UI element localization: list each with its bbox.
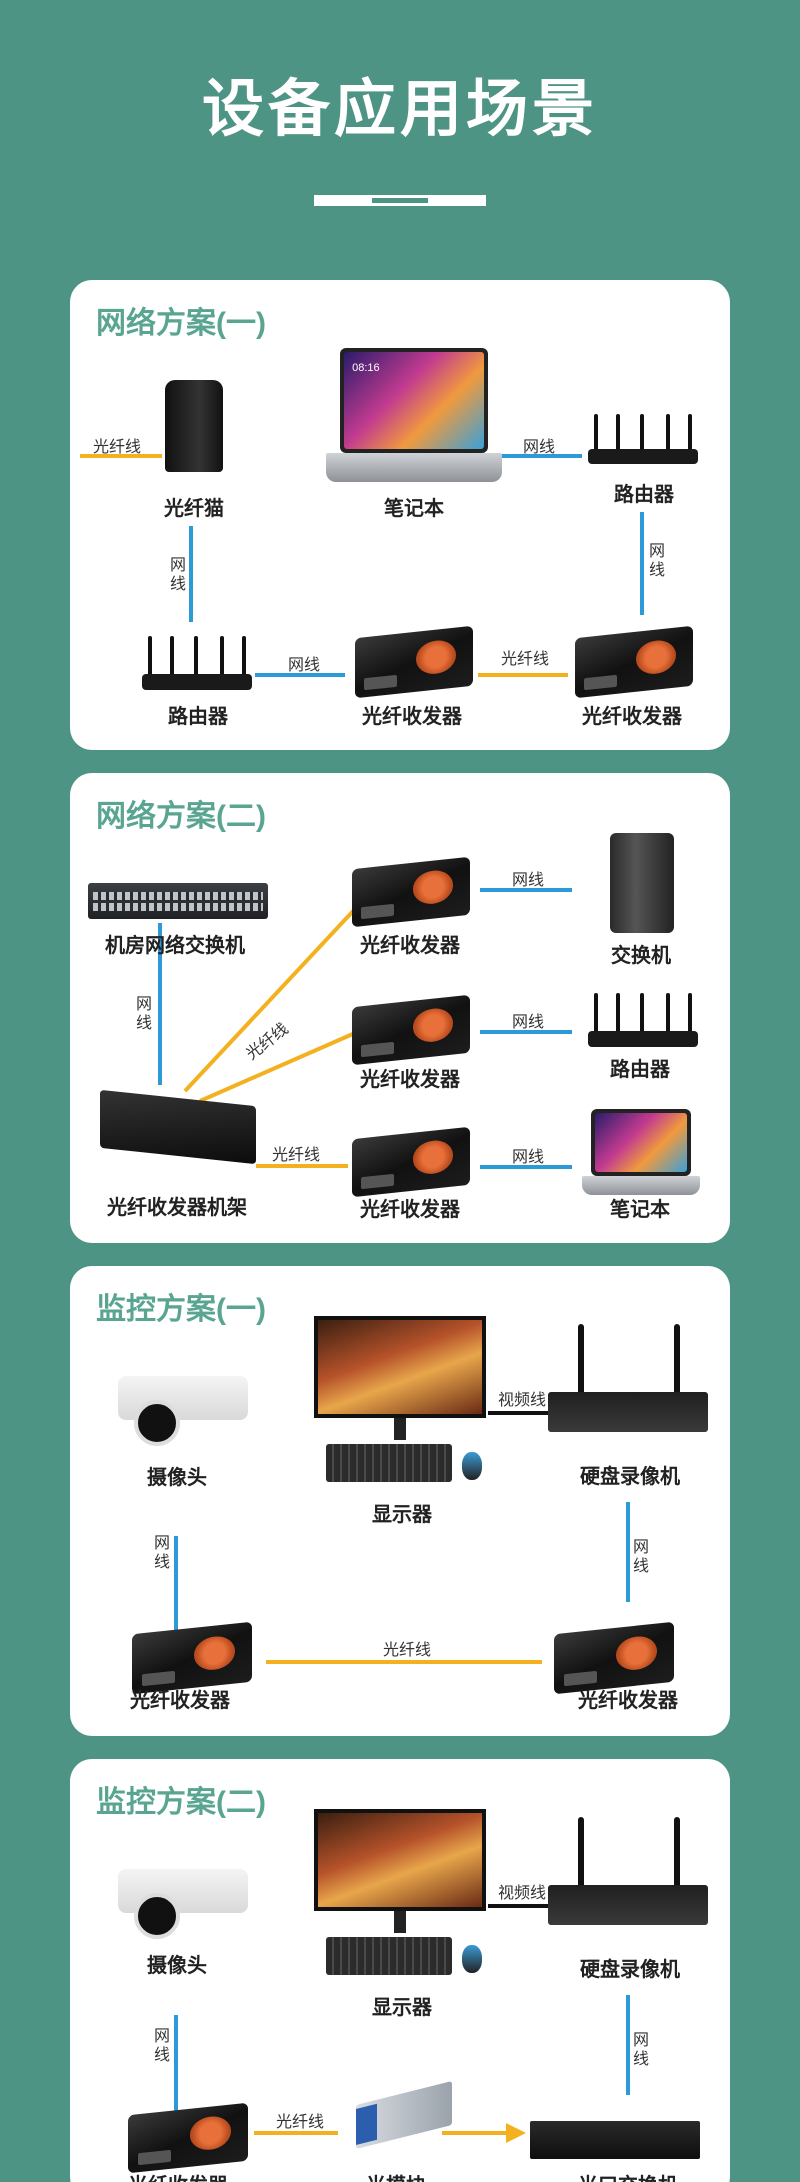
- device-label: 显示器: [372, 1504, 432, 1526]
- cable-label: 网线: [153, 1535, 170, 1571]
- cable-label: 网线: [169, 557, 186, 593]
- card-network-2: 网络方案(二) 网线 光纤线 光纤线 网线 网线 网线 机房网络交换机 光纤收发…: [70, 773, 730, 1243]
- monitor-icon: [314, 1316, 486, 1498]
- fiber-transceiver-icon: [352, 856, 470, 928]
- device-label: 显示器: [372, 1997, 432, 2019]
- device-label: 光纤收发器: [362, 706, 462, 728]
- fiber-modem-icon: [165, 380, 223, 472]
- device-label: 光纤收发器: [582, 706, 682, 728]
- card-title: 网络方案(二): [96, 800, 266, 833]
- monitor-icon: [314, 1809, 486, 1991]
- router-icon: [588, 991, 698, 1047]
- device-label: 光模块: [366, 2169, 426, 2182]
- device-label: 光纤收发器: [128, 2169, 228, 2182]
- fiber-label: 光纤线: [383, 1642, 432, 1659]
- cable-label: 网线: [523, 439, 556, 456]
- connection-lines: [80, 454, 644, 677]
- fiber-transceiver-icon: [352, 994, 470, 1066]
- fiber-label: 光纤线: [272, 1147, 321, 1164]
- device-label: 笔记本: [384, 498, 444, 520]
- device-label: 硬盘录像机: [580, 1959, 680, 1981]
- card-monitor-2: 监控方案(二) 视频线 网线 网线 光纤线 摄像头 显示器 硬盘录像机 光纤收发…: [70, 1759, 730, 2182]
- fiber-transceiver-icon: [355, 625, 473, 699]
- network-switch-icon: [88, 883, 268, 919]
- video-cable-label: 视频线: [498, 1392, 547, 1409]
- card-title: 监控方案(二): [96, 1786, 266, 1819]
- connection-lines: [174, 1904, 630, 2143]
- cable-label: 网线: [135, 996, 152, 1032]
- camera-icon: [118, 1376, 248, 1448]
- router-icon: [588, 410, 698, 464]
- device-label: 机房网络交换机: [105, 935, 245, 957]
- page-title: 设备应用场景: [201, 75, 598, 144]
- device-label: 交换机: [611, 945, 671, 967]
- cable-label: 网线: [288, 657, 321, 674]
- device-label: 路由器: [614, 484, 674, 506]
- fiber-label: 光纤线: [501, 651, 550, 668]
- device-label: 光纤收发器: [360, 935, 460, 957]
- cable-label: 网线: [632, 2032, 649, 2068]
- fiber-label: 光纤线: [93, 439, 142, 456]
- device-label: 光纤收发器机架: [107, 1197, 247, 1219]
- cable-label: 网线: [153, 2028, 170, 2064]
- cable-label: 网线: [648, 543, 665, 579]
- device-label: 光口交换机: [578, 2169, 678, 2182]
- device-label: 光纤收发器: [360, 1199, 460, 1221]
- device-label: 笔记本: [610, 1199, 670, 1221]
- device-label: 光纤收发器: [578, 1690, 678, 1712]
- device-label: 摄像头: [147, 1955, 207, 1977]
- card-monitor-1: 监控方案(一) 视频线 网线 网线 光纤线 摄像头 显示器 硬盘录像机 光纤收发…: [70, 1266, 730, 1736]
- device-label: 硬盘录像机: [580, 1466, 680, 1488]
- device-label: 光纤猫: [164, 498, 224, 520]
- laptop-icon: 08:16: [326, 348, 502, 482]
- cable-label: 网线: [512, 1149, 545, 1166]
- device-label: 摄像头: [147, 1467, 207, 1489]
- cable-label: 网线: [632, 1539, 649, 1575]
- video-cable-label: 视频线: [498, 1885, 547, 1902]
- switch-icon: [610, 833, 674, 933]
- title-divider: [314, 195, 486, 206]
- card-title: 监控方案(一): [96, 1293, 266, 1326]
- device-label: 光纤收发器: [130, 1690, 230, 1712]
- fiber-label: 光纤线: [276, 2114, 325, 2131]
- device-label: 光纤收发器: [360, 1069, 460, 1091]
- connection-lines: [158, 888, 572, 1169]
- router-icon: [142, 634, 252, 690]
- cable-label: 网线: [512, 872, 545, 889]
- camera-icon: [118, 1869, 248, 1941]
- device-label: 路由器: [168, 706, 228, 728]
- video-recorder-icon: [548, 1817, 708, 1925]
- laptop-icon: [582, 1109, 700, 1195]
- cable-label: 网线: [512, 1014, 545, 1031]
- optical-switch-icon: [530, 2121, 700, 2159]
- card-network-1: 网络方案(一) 光纤线 网线 网线 网线 网线 光纤线 光纤猫 08:16 笔记…: [70, 280, 730, 750]
- device-label: 路由器: [610, 1059, 670, 1081]
- fiber-transceiver-icon: [575, 625, 693, 699]
- fiber-transceiver-icon: [352, 1126, 470, 1198]
- video-recorder-icon: [548, 1324, 708, 1432]
- card-title: 网络方案(一): [96, 307, 266, 340]
